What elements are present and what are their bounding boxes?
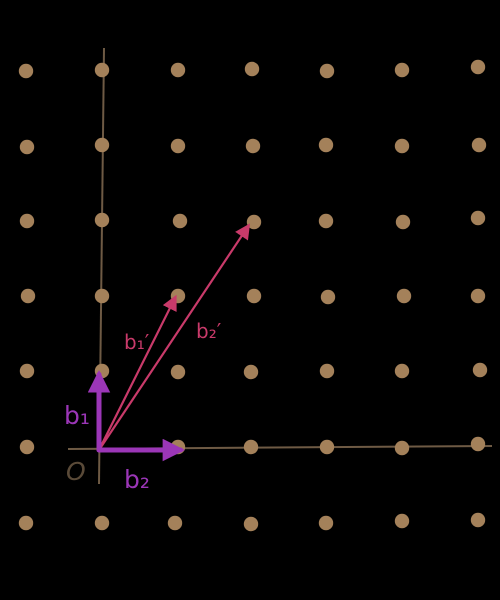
lattice-point bbox=[94, 137, 110, 153]
lattice-point bbox=[246, 214, 262, 230]
lattice-point bbox=[320, 289, 336, 305]
lattice-point bbox=[395, 214, 411, 230]
lattice-point bbox=[243, 364, 259, 380]
lattice-point bbox=[470, 59, 486, 75]
lattice-point bbox=[394, 138, 410, 154]
labels: b₁ b₂ b₁′ b₂′ O bbox=[64, 319, 222, 494]
lattice-point bbox=[394, 440, 410, 456]
lattice-point bbox=[245, 138, 261, 154]
lattice-point bbox=[470, 512, 486, 528]
lattice-point bbox=[243, 439, 259, 455]
lattice-point bbox=[94, 212, 110, 228]
lattice-point bbox=[319, 363, 335, 379]
lattice-point bbox=[170, 364, 186, 380]
lattice-point bbox=[167, 515, 183, 531]
lattice-point bbox=[244, 61, 260, 77]
lattice-points bbox=[18, 59, 488, 532]
lattice-point bbox=[94, 62, 110, 78]
origin-label: O bbox=[66, 457, 86, 486]
lattice-point bbox=[19, 439, 35, 455]
lattice-point bbox=[394, 363, 410, 379]
vector-b2-prime bbox=[97, 223, 251, 452]
lattice-point bbox=[170, 62, 186, 78]
lattice-point bbox=[243, 516, 259, 532]
lattice-point bbox=[472, 362, 488, 378]
lattice-point bbox=[19, 363, 35, 379]
lattice-point bbox=[394, 513, 410, 529]
lattice-point bbox=[470, 210, 486, 226]
lattice-point bbox=[396, 288, 412, 304]
lattice-point bbox=[94, 515, 110, 531]
lattice-point bbox=[471, 137, 487, 153]
lattice-point bbox=[318, 213, 334, 229]
label-b1-prime: b₁′ bbox=[124, 330, 150, 354]
lattice-point bbox=[20, 288, 36, 304]
lattice-point bbox=[319, 63, 335, 79]
lattice-point bbox=[19, 213, 35, 229]
vector-b1-prime bbox=[97, 294, 177, 452]
lattice-point bbox=[19, 139, 35, 155]
lattice-point bbox=[318, 137, 334, 153]
lattice-point bbox=[170, 138, 186, 154]
lattice-point bbox=[318, 515, 334, 531]
lattice-point bbox=[172, 213, 188, 229]
transformed-vectors bbox=[97, 223, 251, 452]
lattice-point bbox=[394, 62, 410, 78]
basis-vectors bbox=[87, 370, 186, 462]
label-b2: b₂ bbox=[124, 465, 150, 494]
lattice-point bbox=[470, 436, 486, 452]
lattice-point bbox=[319, 439, 335, 455]
lattice-point bbox=[18, 63, 34, 79]
axes bbox=[67, 47, 493, 485]
lattice-point bbox=[246, 288, 262, 304]
lattice-point bbox=[18, 515, 34, 531]
lattice-point bbox=[94, 288, 110, 304]
label-b2-prime: b₂′ bbox=[196, 319, 222, 343]
lattice-point bbox=[470, 288, 486, 304]
label-b1: b₁ bbox=[64, 401, 90, 430]
